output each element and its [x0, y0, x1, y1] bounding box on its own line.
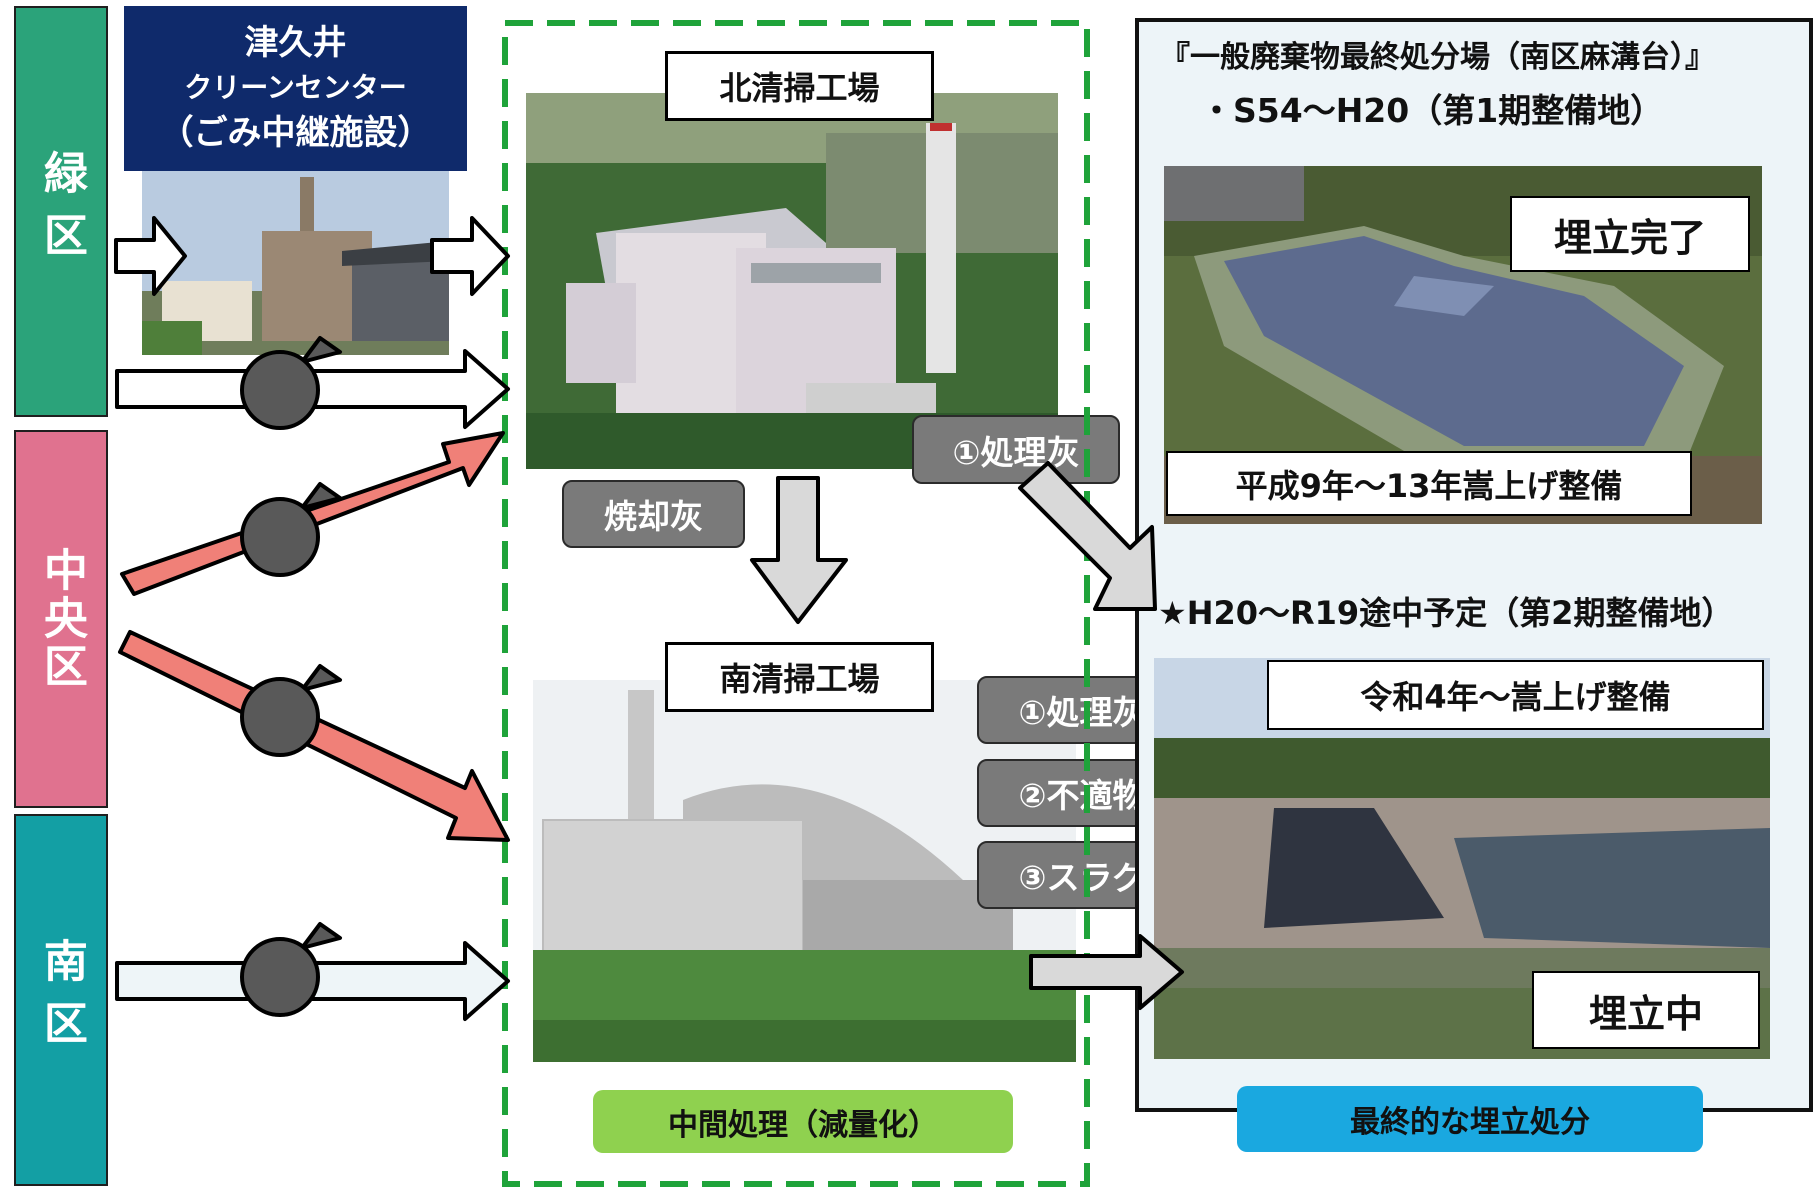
relay-title-line-2: クリーンセンター: [184, 71, 407, 104]
garbage-bag-icon: [240, 922, 342, 1017]
ward-midori-label: 緑区: [35, 149, 87, 274]
arrow-right-icon: [118, 630, 510, 842]
garbage-bag-icon: [240, 482, 342, 577]
ward-minami-label: 南区: [35, 938, 87, 1062]
arrow-down-icon: [750, 476, 848, 624]
final-caption: 最終的な埋立処分: [1237, 1086, 1703, 1152]
north-treated-ash-tag: ①処理灰: [912, 415, 1120, 484]
landfill-phase2-caption: 令和4年～嵩上げ整備: [1267, 660, 1764, 730]
relay-facility-photo: [142, 171, 449, 355]
relay-title-line-3: （ごみ中継施設）: [159, 113, 432, 153]
landfill-phase1-status: 埋立完了: [1510, 196, 1750, 272]
south-plant-label: 南清掃工場: [665, 642, 934, 712]
landfill-phase1-caption: 平成9年～13年嵩上げ整備: [1166, 451, 1692, 516]
landfill-phase1: ・S54～H20（第1期整備地）: [1200, 91, 1664, 130]
ward-chuo: 中央区: [14, 430, 108, 808]
relay-facility-title: 津久井 クリーンセンター （ごみ中継施設）: [124, 6, 467, 171]
arrow-right-icon: [115, 349, 510, 429]
ward-chuo-label: 中央区: [35, 547, 87, 691]
arrow-right-icon: [120, 431, 505, 596]
arrow-right-icon: [115, 941, 510, 1021]
garbage-bag-icon: [240, 664, 342, 757]
relay-title-line-1: 津久井: [244, 23, 347, 63]
north-plant-photo: [526, 93, 1058, 469]
north-plant-label: 北清掃工場: [665, 51, 934, 121]
landfill-title: 『一般廃棄物最終処分場（南区麻溝台）』: [1160, 40, 1715, 75]
landfill-phase2-status: 埋立中: [1532, 971, 1760, 1049]
incineration-ash-tag: 焼却灰: [562, 480, 745, 548]
landfill-phase2: ★H20～R19途中予定（第2期整備地）: [1158, 594, 1734, 632]
intermediate-caption: 中間処理（減量化）: [593, 1090, 1013, 1153]
ward-midori: 緑区: [14, 6, 108, 417]
ward-minami: 南区: [14, 814, 108, 1186]
